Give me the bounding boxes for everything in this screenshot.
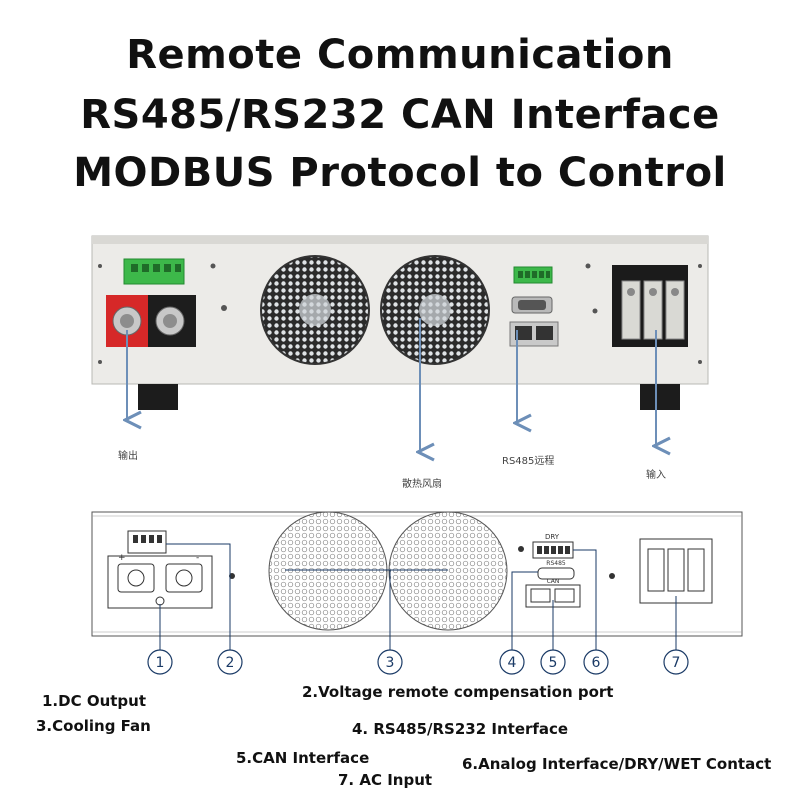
legend-item-6: 6.Analog Interface/DRY/WET Contact bbox=[462, 755, 772, 773]
label-rs485: RS485 bbox=[546, 560, 566, 567]
callout-2-circle bbox=[217, 649, 243, 675]
photo-label-input: 输入 bbox=[646, 470, 666, 481]
green-terminal-block bbox=[123, 258, 185, 285]
dc-output-terminals bbox=[106, 295, 196, 347]
callout-3: 3 bbox=[386, 655, 395, 671]
callout-3-circle bbox=[377, 649, 403, 675]
legend-item-1: 1.DC Output bbox=[42, 692, 147, 710]
diagram-comm-ports bbox=[518, 541, 615, 608]
label-plus: + bbox=[118, 553, 126, 563]
cooling-fan-left bbox=[260, 255, 370, 365]
label-minus: - bbox=[196, 553, 199, 563]
label-can: CAN bbox=[547, 578, 560, 585]
heading-line-2: RS485/RS232 CAN Interface bbox=[80, 92, 720, 138]
photo-label-output: 输出 bbox=[118, 451, 138, 462]
diagram-fan-left bbox=[268, 511, 388, 631]
legend-item-7: 7. AC Input bbox=[338, 771, 433, 789]
callout-4-circle bbox=[499, 649, 525, 675]
callout-circles bbox=[147, 649, 689, 675]
photo-arrows bbox=[127, 318, 656, 452]
diagram-fan-right bbox=[388, 511, 508, 631]
foot-right bbox=[640, 384, 680, 410]
ac-input-block bbox=[612, 265, 688, 347]
label-dry: DRY bbox=[545, 533, 560, 541]
callout-7: 7 bbox=[672, 655, 681, 671]
callout-leaders bbox=[159, 543, 677, 650]
callout-6-circle bbox=[583, 649, 609, 675]
legend-item-4: 4. RS485/RS232 Interface bbox=[352, 720, 569, 738]
foot-left bbox=[138, 384, 178, 410]
line-diagram: 1 2 3 4 5 6 7 DRY RS485 CAN + - bbox=[91, 511, 743, 675]
rear-panel-photo bbox=[91, 235, 709, 452]
callout-1-circle bbox=[147, 649, 173, 675]
callout-2: 2 bbox=[226, 655, 235, 671]
callout-5-circle bbox=[540, 649, 566, 675]
cooling-fan-right bbox=[380, 255, 490, 365]
callout-5: 5 bbox=[549, 655, 558, 671]
legend-item-5: 5.CAN Interface bbox=[236, 749, 370, 767]
photo-label-fan: 散热风扇 bbox=[402, 479, 442, 490]
heading-line-3: MODBUS Protocol to Control bbox=[73, 150, 727, 196]
heading-line-1: Remote Communication bbox=[126, 32, 674, 78]
callout-6: 6 bbox=[592, 655, 601, 671]
callout-7-circle bbox=[663, 649, 689, 675]
photo-label-rs485: RS485远程 bbox=[502, 456, 555, 467]
callout-1: 1 bbox=[156, 655, 165, 671]
callout-4: 4 bbox=[508, 655, 517, 671]
legend-item-3: 3.Cooling Fan bbox=[36, 717, 151, 735]
legend-item-2: 2.Voltage remote compensation port bbox=[302, 683, 614, 701]
diagram-ac-input bbox=[639, 538, 713, 604]
